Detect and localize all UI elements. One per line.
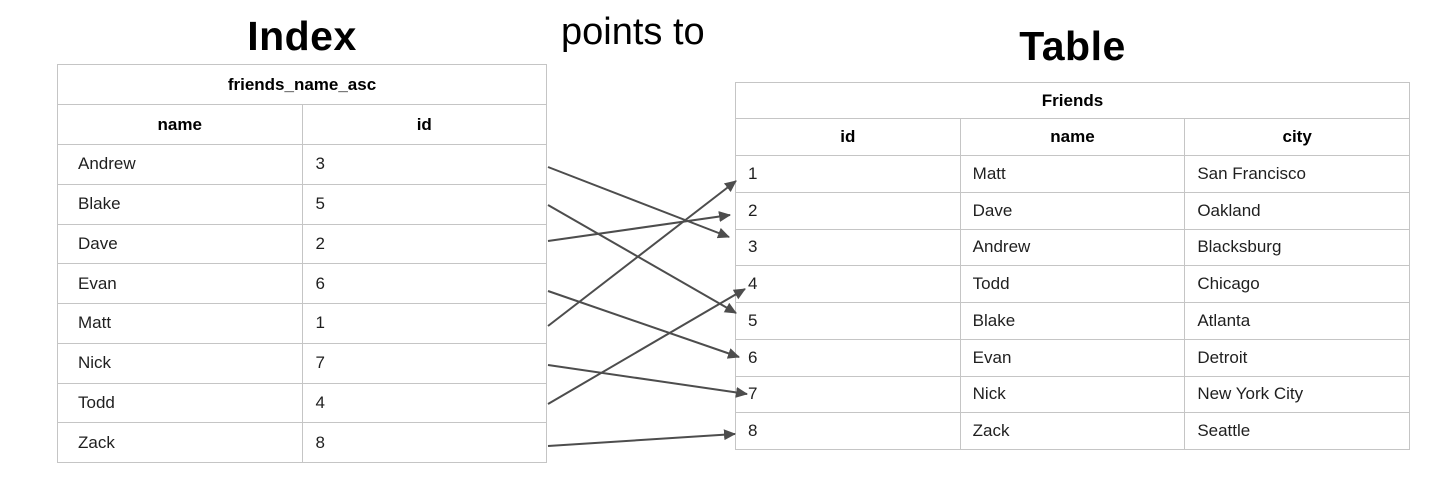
cell-id: 5 (735, 302, 961, 340)
index-section-title: Index (247, 13, 357, 59)
cell-name: Nick (57, 342, 303, 384)
friends-column-header-id: id (735, 118, 961, 156)
pointer-arrow-nick-to-7 (547, 364, 748, 398)
cell-id: 6 (735, 338, 961, 377)
cell-name: Andrew (57, 144, 303, 185)
cell-city: Detroit (1184, 338, 1410, 377)
friends-table-name: Friends (735, 82, 1410, 119)
cell-name: Zack (959, 412, 1186, 450)
pointer-arrow-dave-to-2 (547, 211, 731, 242)
points-to-label: points to (561, 11, 705, 53)
cell-city: Chicago (1184, 265, 1410, 303)
cell-name: Nick (959, 375, 1186, 414)
cell-name: Todd (959, 265, 1186, 303)
pointer-arrow-matt-to-1 (547, 180, 737, 327)
cell-id: 4 (735, 265, 961, 303)
cell-id: 3 (735, 228, 961, 267)
cell-city: Seattle (1184, 412, 1410, 450)
cell-name: Blake (57, 183, 303, 225)
cell-name: Dave (57, 223, 303, 265)
cell-city: Atlanta (1184, 302, 1410, 340)
friends-column-header-city: city (1184, 118, 1410, 156)
cell-name: Todd (57, 382, 303, 424)
cell-name: Dave (959, 191, 1186, 230)
pointer-arrow-evan-to-6 (547, 290, 740, 359)
cell-name: Blake (959, 302, 1186, 340)
pointer-arrow-andrew-to-3 (547, 166, 730, 239)
cell-city: San Francisco (1184, 155, 1410, 193)
cell-id: 3 (301, 144, 547, 185)
cell-id: 4 (301, 382, 547, 424)
cell-name: Evan (57, 263, 303, 304)
cell-name: Matt (959, 155, 1186, 193)
pointer-arrow-blake-to-5 (547, 204, 737, 314)
cell-id: 1 (735, 155, 961, 193)
cell-id: 1 (301, 303, 547, 344)
table-section-title: Table (1019, 23, 1126, 69)
friends-table-header-row: id name city (735, 118, 1410, 156)
cell-id: 7 (301, 342, 547, 384)
pointer-arrow-zack-to-8 (547, 429, 736, 447)
index-table-name: friends_name_asc (57, 64, 547, 105)
cell-name: Zack (57, 422, 303, 463)
pointer-arrow-todd-to-4 (547, 288, 746, 405)
cell-name: Matt (57, 303, 303, 344)
cell-id: 8 (301, 422, 547, 463)
cell-id: 6 (301, 263, 547, 304)
cell-id: 2 (301, 223, 547, 265)
cell-city: New York City (1184, 375, 1410, 414)
cell-city: Blacksburg (1184, 228, 1410, 267)
friends-table-title-row: Friends (735, 82, 1410, 119)
cell-id: 5 (301, 183, 547, 225)
index-table-header-row: name id (57, 104, 547, 145)
cell-id: 7 (735, 375, 961, 414)
cell-name: Evan (959, 338, 1186, 377)
cell-id: 2 (735, 191, 961, 230)
friends-column-header-name: name (959, 118, 1186, 156)
index-column-header-id: id (301, 104, 547, 145)
cell-name: Andrew (959, 228, 1186, 267)
cell-city: Oakland (1184, 191, 1410, 230)
index-column-header-name: name (57, 104, 303, 145)
cell-id: 8 (735, 412, 961, 450)
index-table-title-row: friends_name_asc (57, 64, 547, 105)
